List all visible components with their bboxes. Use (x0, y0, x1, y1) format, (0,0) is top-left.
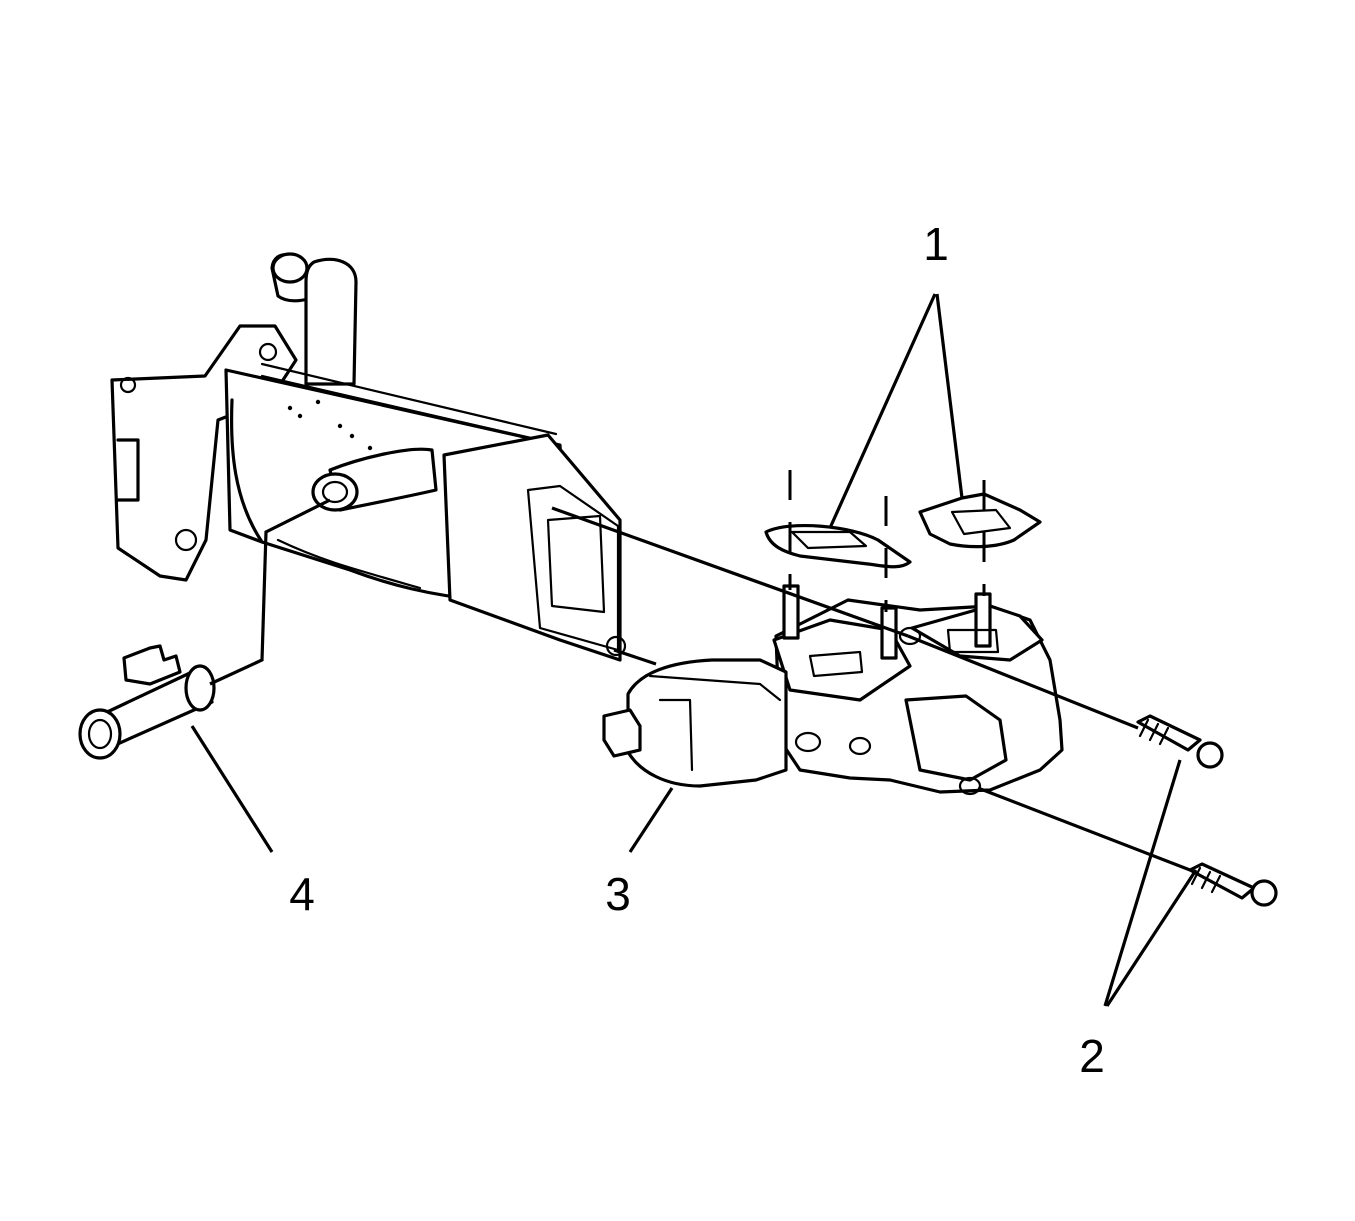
bolt-lower (1188, 862, 1278, 907)
egr-cooler (110, 252, 627, 662)
cooler-coolant-port (311, 447, 438, 512)
egr-valve (602, 584, 1064, 796)
callout-1: 1 (923, 218, 949, 270)
callout-leaders (190, 293, 1198, 1007)
callout-4: 4 (289, 868, 315, 920)
callout-2: 2 (1079, 1030, 1105, 1082)
cooler-outlet-pipe (270, 252, 358, 386)
gasket-right (918, 492, 1042, 549)
gasket-left (764, 523, 912, 569)
temperature-sensor (78, 644, 216, 760)
cooler-inlet-flange (442, 433, 627, 662)
alignment-lines (209, 470, 1191, 872)
mounting-studs (782, 584, 992, 660)
callout-3: 3 (605, 868, 631, 920)
bolt-upper (1136, 714, 1224, 769)
